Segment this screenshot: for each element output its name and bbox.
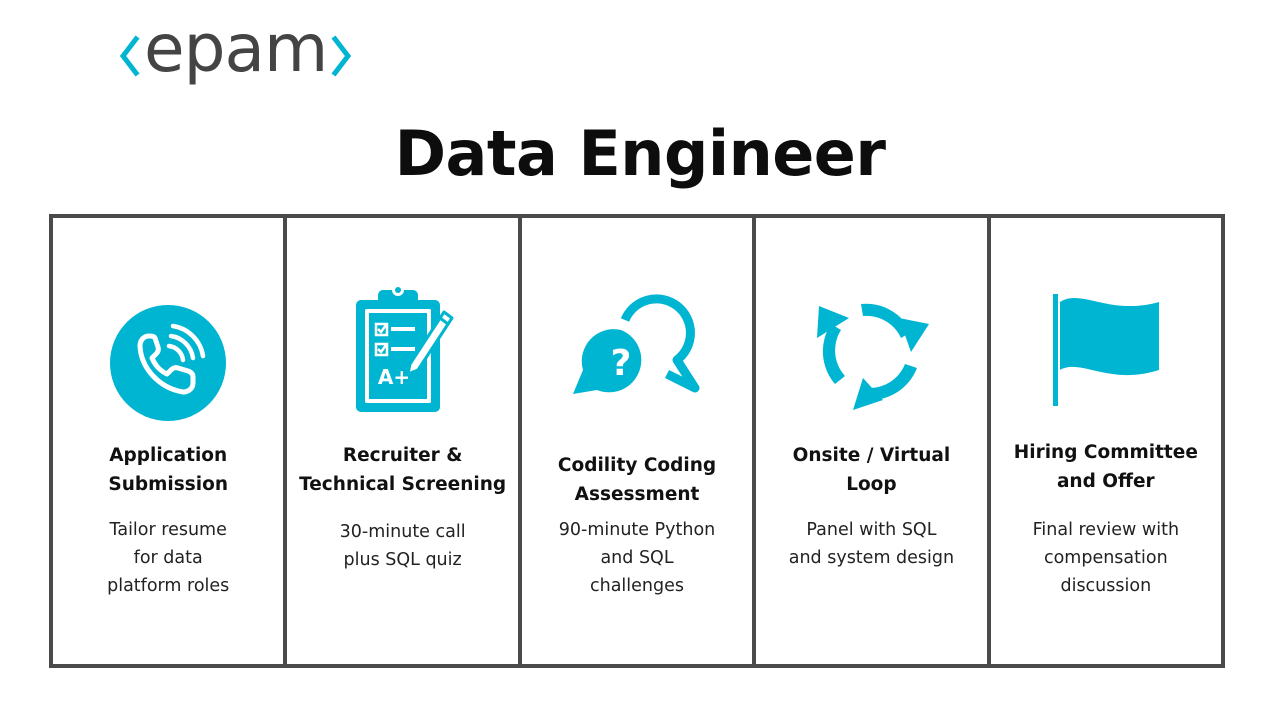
epam-logo: epam xyxy=(118,16,353,82)
chevron-right-icon xyxy=(331,35,352,77)
stage-title: Onsite / Virtual Loop xyxy=(792,445,951,495)
stage-title: Hiring Committee and Offer xyxy=(1013,442,1198,492)
stage-onsite-virtual-loop: Onsite / Virtual Loop Panel with SQL and… xyxy=(756,218,991,664)
page-title: Data Engineer xyxy=(394,117,886,190)
stage-title: Application Submission xyxy=(108,445,228,495)
brand-name: epam xyxy=(144,10,328,87)
stage-title: Codility Coding Assessment xyxy=(557,455,717,505)
stage-application-submission: Application Submission Tailor resume for… xyxy=(53,218,288,664)
stage-hiring-committee-offer: Hiring Committee and Offer Final review … xyxy=(991,218,1221,664)
stage-description: Panel with SQL and system design xyxy=(788,520,955,568)
stage-codility-coding-assessment: ? Codility Coding Assessment 90-minute P… xyxy=(522,218,757,664)
stage-description: Final review with compensation discussio… xyxy=(1032,520,1180,596)
cycle-arrows-icon xyxy=(817,303,930,410)
svg-text:?: ? xyxy=(611,343,632,384)
stage-title: Recruiter & Technical Screening xyxy=(299,445,507,495)
chevron-left-icon xyxy=(119,35,140,77)
stage-description: 30-minute call plus SQL quiz xyxy=(339,522,466,570)
phone-icon xyxy=(110,305,227,421)
stage-description: Tailor resume for data platform roles xyxy=(107,520,230,596)
clipboard-checklist-icon: A+ xyxy=(355,284,454,412)
stage-description: 90-minute Python and SQL challenges xyxy=(558,520,716,596)
svg-text:A+: A+ xyxy=(377,365,409,389)
stage-recruiter-technical-screening: A+ Recruiter & Technical Screening 30-mi… xyxy=(287,218,522,664)
flag-icon xyxy=(1052,294,1159,406)
question-chat-icon: ? xyxy=(573,294,700,394)
process-stages: Application Submission Tailor resume for… xyxy=(49,214,1225,668)
